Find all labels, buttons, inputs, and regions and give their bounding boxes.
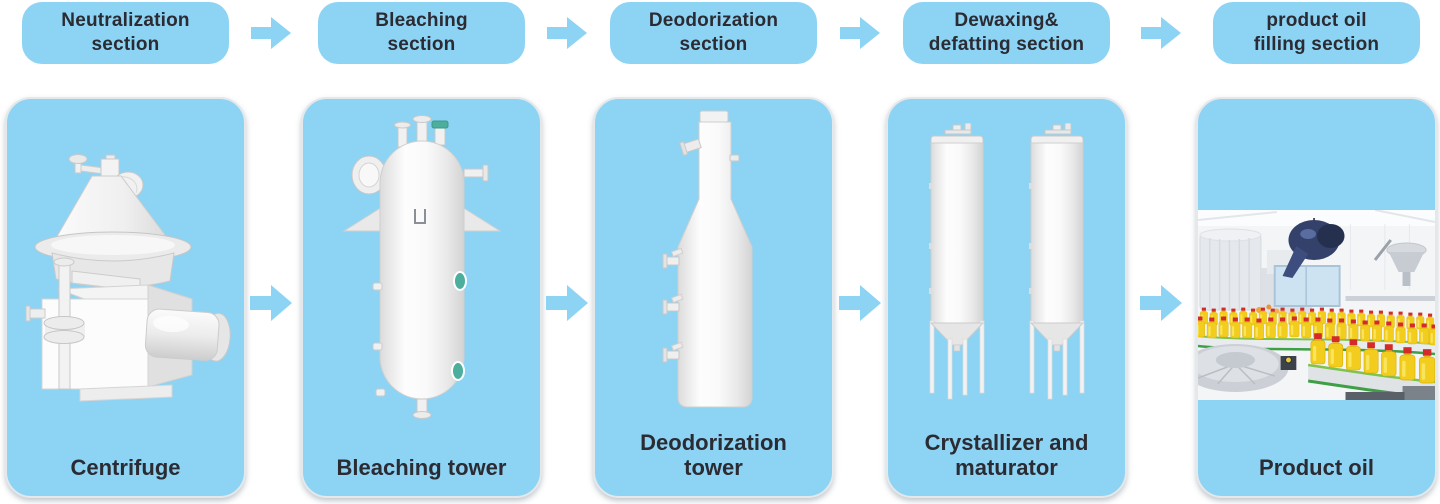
equipment-card-crystallizer: Crystallizer and maturator xyxy=(886,97,1127,498)
centrifuge-illustration xyxy=(25,154,231,402)
section-header-deodorization: Deodorization section xyxy=(610,2,817,64)
stage-dewaxing-defatting: Dewaxing& defatting section xyxy=(886,0,1127,504)
section-header-line1: Bleaching xyxy=(375,10,468,31)
crystallizer-and-maturator-illustration xyxy=(928,123,1084,400)
stage-deodorization: Deodorization section xyxy=(593,0,834,504)
section-header-product-oil-filling: product oil filling section xyxy=(1213,2,1420,64)
section-header-wrap: Bleaching section xyxy=(301,2,542,64)
section-header-neutralization: Neutralization section xyxy=(22,2,229,64)
flow-arrow-icon xyxy=(546,285,588,321)
flow-arrow-icon xyxy=(1140,285,1182,321)
section-header-line1: product oil xyxy=(1266,10,1367,31)
equipment-card-deodorization-tower: Deodorization tower xyxy=(593,97,834,498)
equipment-card-bleaching-tower: Bleaching tower xyxy=(301,97,542,498)
stage-bleaching: Bleaching section xyxy=(301,0,542,504)
equipment-label: Centrifuge xyxy=(70,455,181,480)
flow-arrow-icon xyxy=(839,285,881,321)
section-header-line2: section xyxy=(679,34,748,55)
equipment-label: Product oil xyxy=(1259,455,1374,480)
section-header-line2: filling section xyxy=(1253,34,1380,55)
section-header-line2: section xyxy=(91,34,160,55)
flow-arrow-icon xyxy=(251,17,291,49)
flow-arrow-icon xyxy=(547,17,587,49)
section-header-wrap: Dewaxing& defatting section xyxy=(886,2,1127,64)
section-header-line1: Neutralization xyxy=(61,10,190,31)
equipment-label: Bleaching tower xyxy=(336,455,507,480)
section-header-line2: defatting section xyxy=(928,34,1085,55)
section-header-line2: section xyxy=(387,34,456,55)
equipment-label: Deodorization tower xyxy=(640,430,787,480)
equipment-card-centrifuge: Centrifuge xyxy=(5,97,246,498)
equipment-card-product-oil: Product oil xyxy=(1196,97,1437,498)
flow-arrow-icon xyxy=(840,17,880,49)
bleaching-tower-illustration xyxy=(341,115,502,419)
section-header-wrap: Deodorization section xyxy=(593,2,834,64)
section-header-wrap: Neutralization section xyxy=(5,2,246,64)
section-header-dewaxing-defatting: Dewaxing& defatting section xyxy=(903,2,1110,64)
section-header-bleaching: Bleaching section xyxy=(318,2,525,64)
section-header-wrap: product oil filling section xyxy=(1196,2,1437,64)
bottling-line-photo xyxy=(1198,210,1435,400)
flow-arrow-icon xyxy=(1141,17,1181,49)
section-header-line1: Deodorization xyxy=(648,10,779,31)
section-header-line1: Dewaxing& xyxy=(954,10,1059,31)
stage-product-oil-filling: product oil filling section xyxy=(1196,0,1437,504)
flow-arrow-icon xyxy=(250,285,292,321)
stage-neutralization: Neutralization section xyxy=(5,0,246,504)
equipment-label: Crystallizer and maturator xyxy=(924,430,1089,480)
deodorization-tower-illustration xyxy=(662,110,752,408)
